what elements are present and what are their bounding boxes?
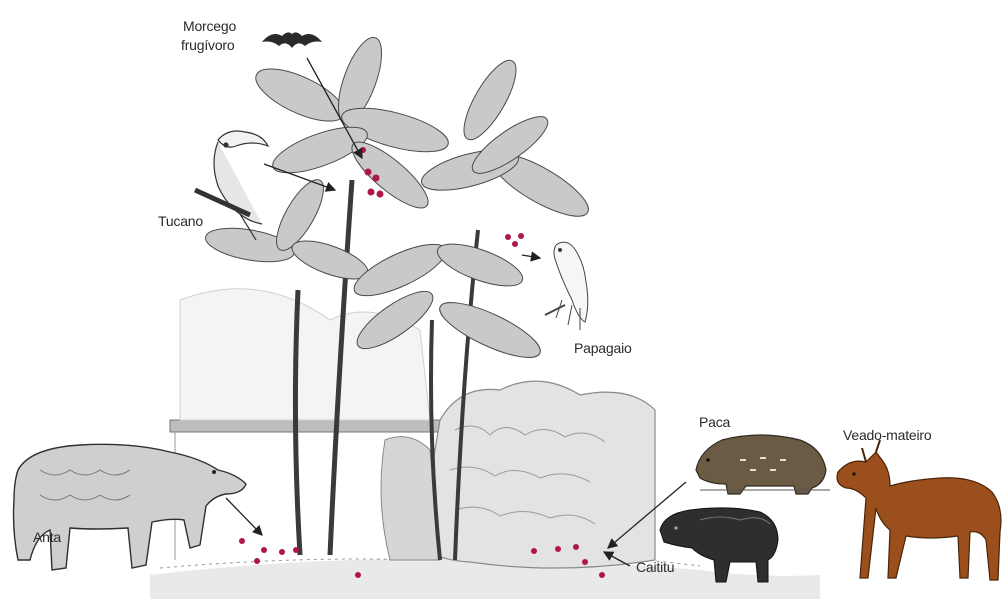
- deer-icon: [837, 440, 1001, 580]
- peccary-label: Caititu: [636, 559, 674, 575]
- toucan-label: Tucano: [158, 213, 203, 229]
- paca-label: Paca: [699, 414, 730, 430]
- parrot-icon: [545, 242, 588, 330]
- toucan-icon: [195, 131, 268, 240]
- deer-label: Veado-mateiro: [843, 427, 931, 443]
- tapir-icon: [14, 444, 247, 570]
- background-vegetation: [170, 289, 655, 568]
- paca-icon: [696, 435, 830, 494]
- bat-label-line2: frugívoro: [181, 37, 234, 53]
- bat-icon: [262, 32, 322, 48]
- tapir-label: Anta: [33, 529, 61, 545]
- parrot-label: Papagaio: [574, 340, 632, 356]
- bat-label-line1: Morcego: [183, 18, 236, 34]
